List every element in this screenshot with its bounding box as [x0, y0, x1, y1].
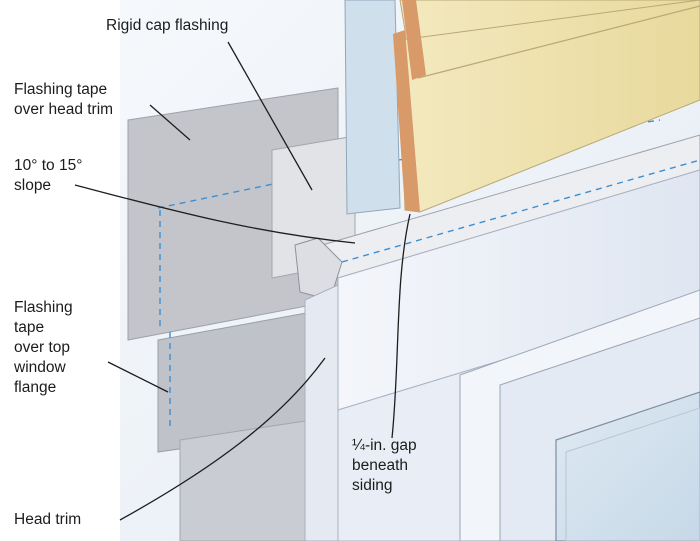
leader-lines: [74, 41, 411, 521]
label-head-trim: Head trim: [14, 511, 82, 528]
dashed-flange-line: [157, 119, 661, 430]
label-gap-beneath-siding: ¼-in. gap beneath siding: [352, 436, 417, 496]
siding-lap-line: [417, 5, 700, 79]
window-glass-inner: [565, 407, 700, 541]
label-gap-text: -in. gap beneath siding: [352, 437, 417, 494]
leader-slope: [74, 184, 356, 244]
label-slope: 10° to 15° slope: [14, 157, 83, 194]
siding-cut-edge: [393, 30, 420, 212]
leader-head-trim: [119, 357, 326, 521]
leader-gap: [391, 213, 411, 439]
label-rigid-cap-flashing: Rigid cap flashing: [106, 17, 229, 34]
housewrap-strip: [344, 0, 401, 215]
leader-tape-flange: [107, 361, 169, 393]
label-flashing-tape-head-trim: Flashing tape over head trim: [14, 81, 114, 118]
window-glass: [555, 391, 700, 541]
flashing-tape-lower: [179, 419, 313, 541]
leader-rigid-cap: [227, 41, 313, 191]
siding-upper-edge: [402, 0, 426, 80]
label-gap-fraction: ¼: [352, 437, 365, 454]
label-flashing-tape-window-flange: Flashing tape over top window flange: [14, 299, 73, 396]
head-trim-side: [304, 284, 339, 541]
cap-flashing-end-fold: [294, 237, 343, 301]
leader-tape-head-trim: [149, 104, 191, 141]
dashed-cap-line: [341, 159, 700, 263]
